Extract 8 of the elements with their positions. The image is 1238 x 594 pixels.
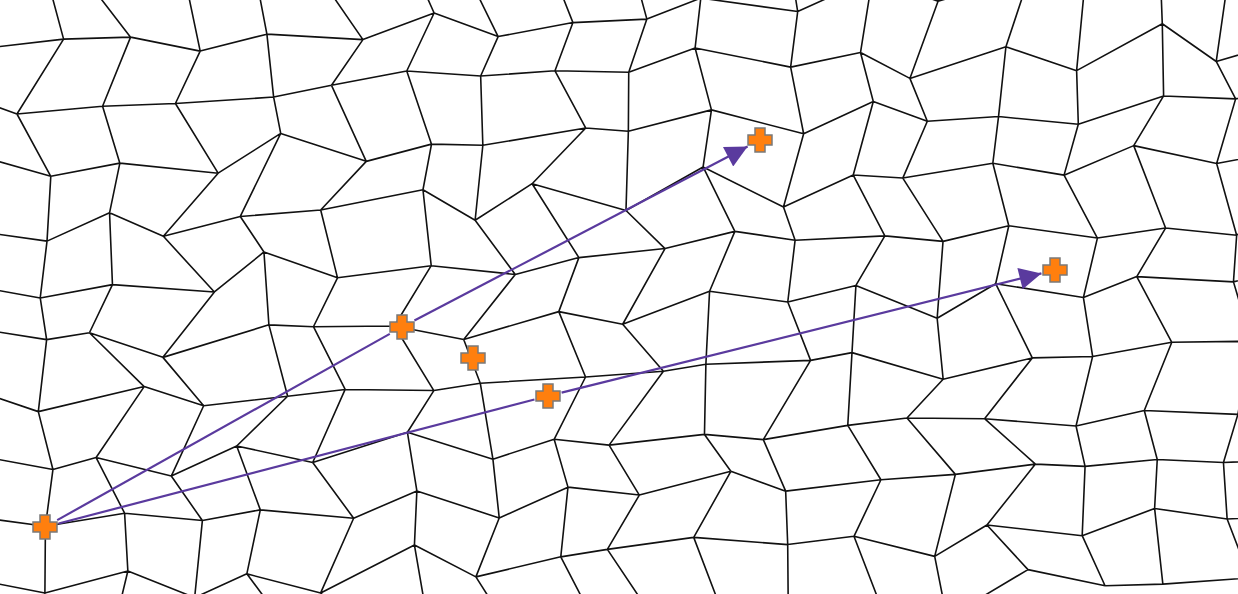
arrow <box>561 268 1042 394</box>
plus-marker <box>388 313 416 341</box>
plus-marker <box>459 344 487 372</box>
arrow <box>413 145 749 322</box>
plus-marker <box>746 126 774 154</box>
plus-marker <box>534 382 562 410</box>
plus-marker <box>31 513 59 541</box>
plus-marker <box>1041 256 1069 284</box>
